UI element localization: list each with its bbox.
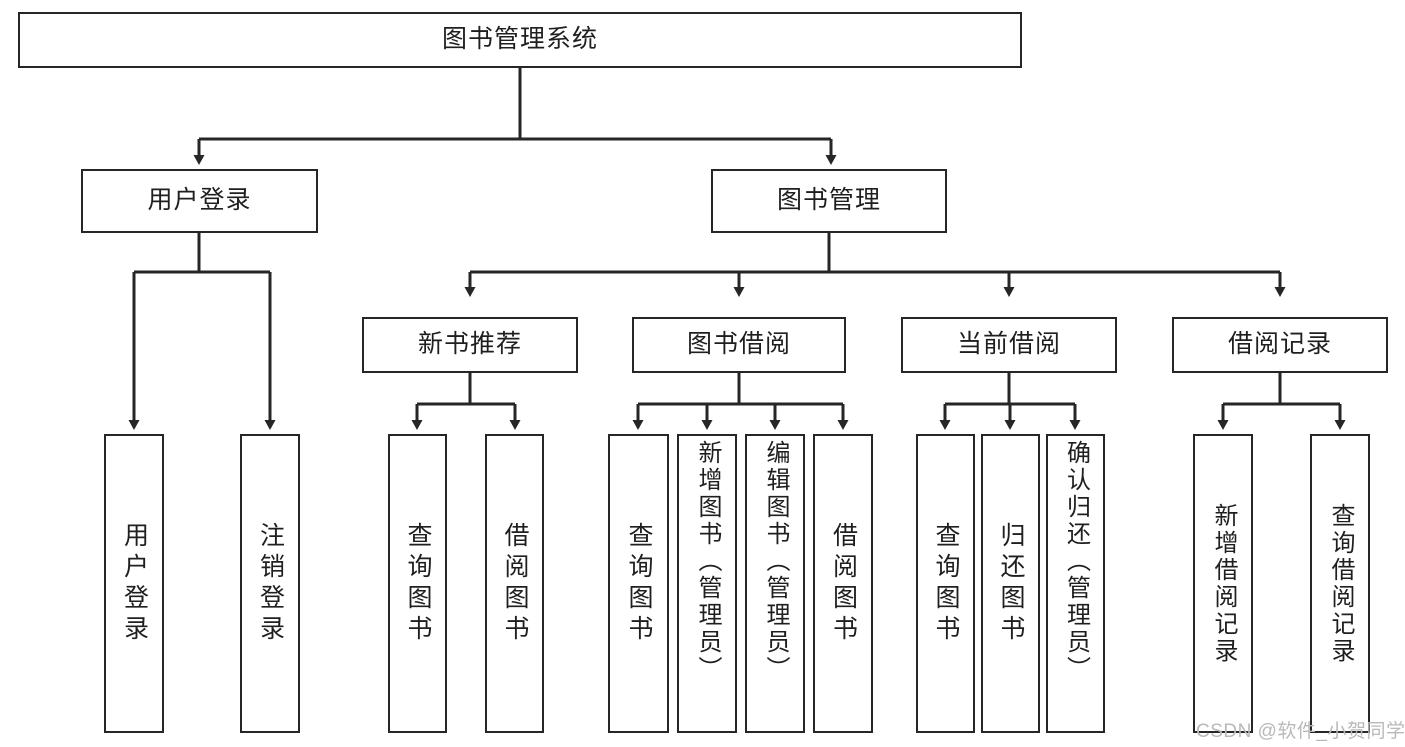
leaf-current-borrow-return-label: 归还图书: [997, 521, 1025, 646]
leaf-borrow-record-query-label: 查询借阅记录: [1327, 502, 1354, 665]
leaf-user-login-logout[interactable]: 注销登录: [240, 434, 300, 733]
node-book-management-label: 图书管理: [776, 186, 881, 215]
node-root-system-label: 图书管理系统: [441, 25, 598, 54]
node-new-book-recommend-label: 新书推荐: [417, 330, 522, 359]
node-current-borrow[interactable]: 当前借阅: [901, 317, 1117, 373]
leaf-borrow-record-query[interactable]: 查询借阅记录: [1310, 434, 1370, 733]
leaf-new-book-borrow[interactable]: 借阅图书: [485, 434, 544, 733]
node-current-borrow-label: 当前借阅: [956, 330, 1061, 359]
leaf-current-borrow-confirm[interactable]: 确认归还（管理员）: [1046, 434, 1105, 733]
node-borrow-record[interactable]: 借阅记录: [1172, 317, 1388, 373]
node-user-login[interactable]: 用户登录: [81, 169, 318, 233]
node-user-login-label: 用户登录: [147, 186, 252, 215]
leaf-new-book-query-label: 查询图书: [404, 521, 432, 646]
node-borrow-record-label: 借阅记录: [1227, 330, 1332, 359]
leaf-book-borrow-query[interactable]: 查询图书: [608, 434, 669, 733]
node-new-book-recommend[interactable]: 新书推荐: [362, 317, 578, 373]
leaf-book-borrow-add[interactable]: 新增图书（管理员）: [677, 434, 737, 733]
leaf-new-book-query[interactable]: 查询图书: [388, 434, 447, 733]
leaf-current-borrow-query[interactable]: 查询图书: [916, 434, 975, 733]
leaf-book-borrow-add-label: 新增图书（管理员）: [694, 440, 721, 683]
leaf-book-borrow-edit-label: 编辑图书（管理员）: [762, 440, 789, 683]
leaf-book-borrow-borrow-label: 借阅图书: [829, 521, 858, 646]
node-book-borrow[interactable]: 图书借阅: [632, 317, 846, 373]
leaf-book-borrow-query-label: 查询图书: [625, 521, 653, 646]
leaf-book-borrow-edit[interactable]: 编辑图书（管理员）: [745, 434, 805, 733]
leaf-book-borrow-borrow[interactable]: 借阅图书: [813, 434, 873, 733]
leaf-user-login-login-label: 用户登录: [120, 521, 149, 646]
leaf-user-login-login[interactable]: 用户登录: [104, 434, 164, 733]
leaf-current-borrow-return[interactable]: 归还图书: [981, 434, 1040, 733]
node-book-borrow-label: 图书借阅: [686, 330, 791, 359]
node-book-management[interactable]: 图书管理: [711, 169, 947, 233]
leaf-borrow-record-add-label: 新增借阅记录: [1210, 502, 1237, 665]
leaf-user-login-logout-label: 注销登录: [256, 521, 285, 646]
leaf-borrow-record-add[interactable]: 新增借阅记录: [1193, 434, 1253, 733]
csdn-watermark: CSDN @软件_小贺同学: [1196, 721, 1405, 742]
leaf-current-borrow-confirm-label: 确认归还（管理员）: [1062, 440, 1090, 683]
node-root-system[interactable]: 图书管理系统: [18, 12, 1022, 68]
leaf-current-borrow-query-label: 查询图书: [932, 521, 960, 646]
leaf-new-book-borrow-label: 借阅图书: [501, 521, 529, 646]
